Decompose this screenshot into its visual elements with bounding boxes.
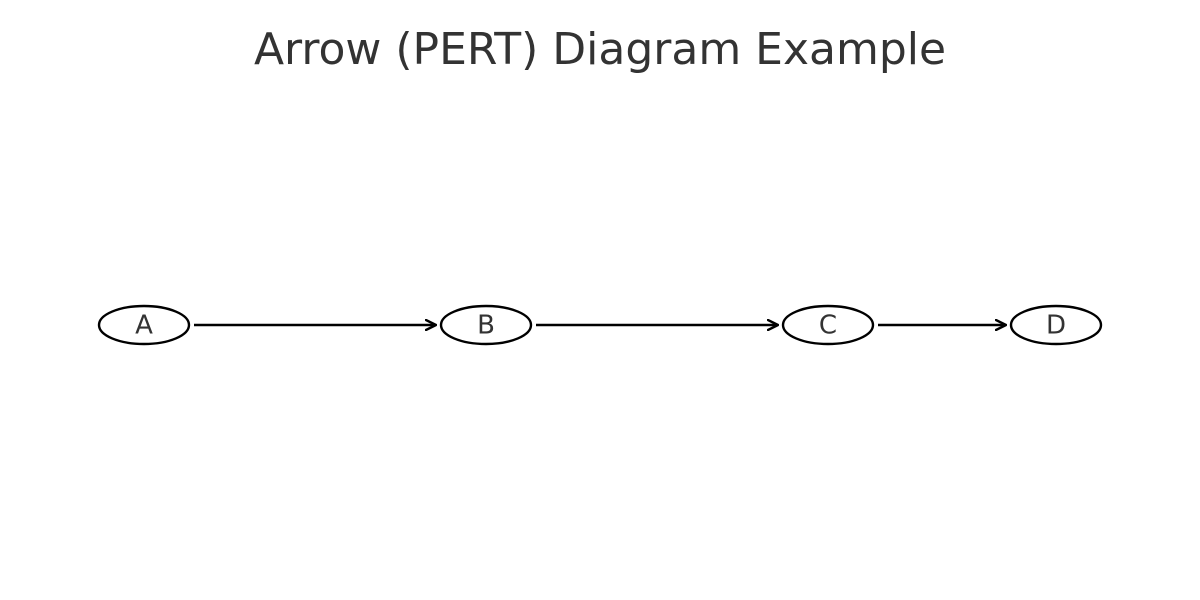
node-d: D: [1009, 304, 1103, 346]
node-b: B: [439, 304, 533, 346]
node-a: A: [97, 304, 191, 346]
node-label: C: [819, 311, 837, 341]
nodes-layer: A B C D: [97, 304, 1103, 346]
diagram-title: Arrow (PERT) Diagram Example: [253, 24, 947, 75]
node-ellipse: [439, 304, 533, 346]
node-label: D: [1046, 311, 1066, 341]
node-ellipse: [781, 304, 875, 346]
node-ellipse: [97, 304, 191, 346]
node-c: C: [781, 304, 875, 346]
node-label: B: [477, 311, 495, 341]
node-ellipse: [1009, 304, 1103, 346]
node-label: A: [135, 311, 153, 341]
